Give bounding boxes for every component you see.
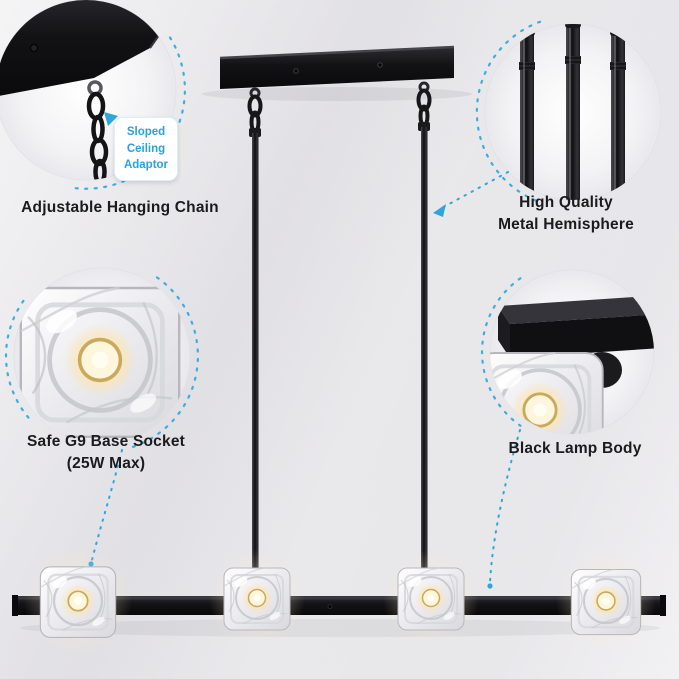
canopy-screw: [377, 62, 383, 68]
zoom-crystal-socket: [21, 288, 179, 437]
dotted-connector-lines: [91, 171, 521, 583]
crystal-cube-shade: [39, 565, 117, 639]
zoom-chain-links: [86, 91, 109, 180]
callout-tag-sloped-ceiling-adaptor: Sloped Ceiling Adaptor: [114, 117, 178, 182]
callout-circle-g9-socket: [13, 267, 191, 445]
crystal-shades: [24, 547, 656, 655]
zoom-lamp-body: [490, 296, 654, 434]
hanging-chain-left: [247, 87, 263, 134]
label-adjustable-hanging-chain: Adjustable Hanging Chain: [21, 199, 219, 216]
label-metal-hemisphere-line2: Metal Hemisphere: [498, 216, 634, 234]
bar-shadow: [20, 619, 660, 637]
label-black-lamp-body: Black Lamp Body: [508, 440, 642, 457]
lamp-body-front-face: [510, 314, 654, 358]
blue-arrow-icon: [433, 204, 446, 217]
label-g9-socket-line1: Safe G9 Base Socket: [26, 433, 186, 450]
connector-dot: [487, 583, 493, 589]
light-bar: [12, 595, 666, 616]
hanging-chain-right: [416, 81, 432, 128]
callout-circle-lamp-body: [489, 269, 655, 435]
support-rods: [249, 122, 430, 601]
label-metal-hemisphere: High Quality Metal Hemisphere: [456, 192, 676, 237]
crystal-cube-shade: [223, 567, 291, 631]
callout-dashed-arcs: [4, 20, 542, 450]
label-g9-socket: Safe G9 Base Socket (25W Max): [0, 431, 212, 476]
lamp-body-top-face: [498, 296, 654, 324]
label-g9-socket-line2: (25W Max): [66, 455, 146, 473]
lamp-body-side-face: [498, 306, 510, 358]
bar-screw: [327, 604, 333, 609]
ceiling-canopy: [219, 45, 455, 89]
crystal-cube-shade: [397, 567, 465, 631]
canopy-screw: [8, 26, 16, 34]
canopy-screw: [30, 44, 38, 52]
label-metal-hemisphere-line1: High Quality: [519, 194, 613, 211]
canopy-screw: [293, 68, 299, 74]
blue-arrow-icon: [104, 112, 118, 126]
canopy-shadow: [202, 87, 472, 101]
crystal-cube-shade: [570, 568, 642, 636]
